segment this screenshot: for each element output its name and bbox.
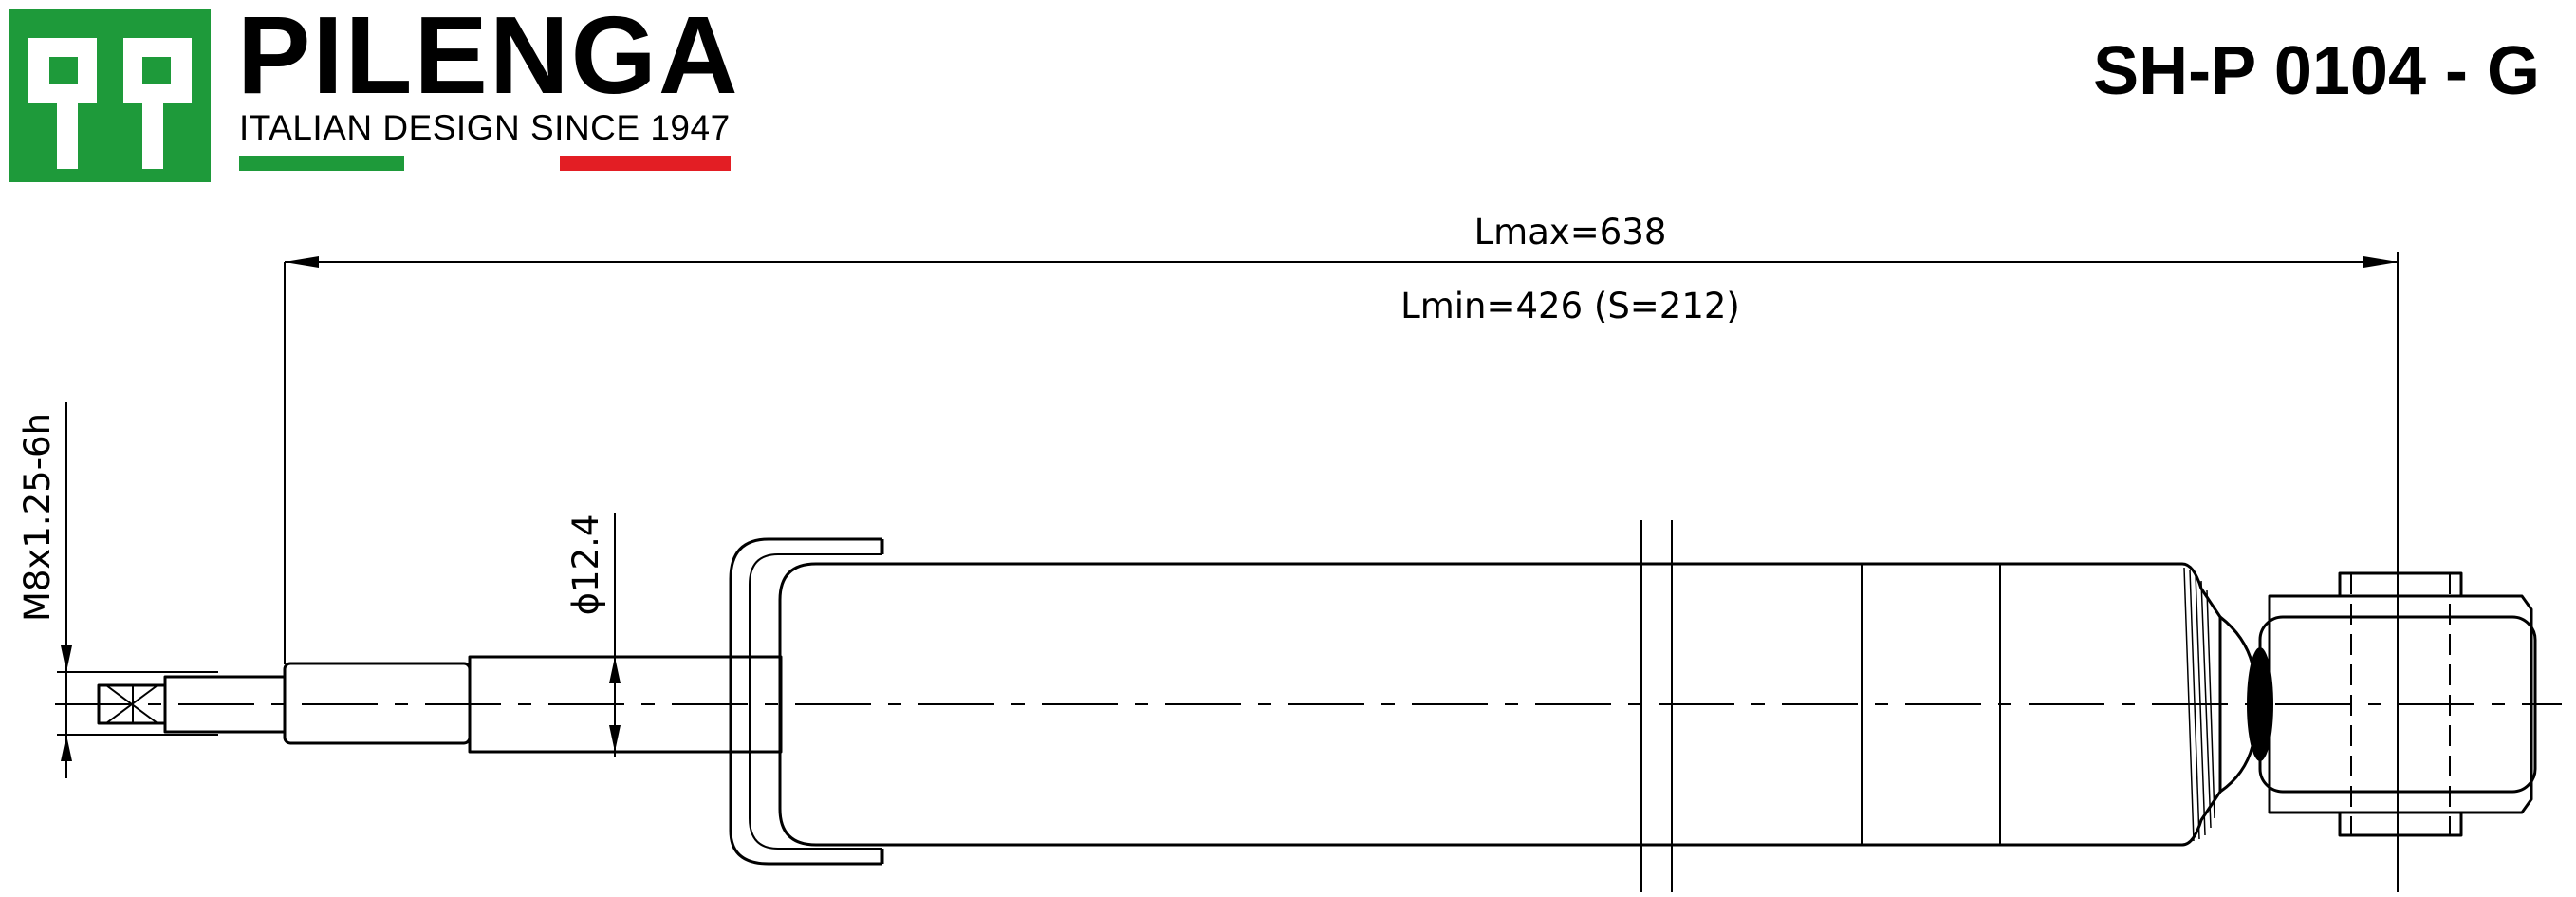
eye-sleeve-bottom — [2338, 811, 2463, 837]
lmax-label: Lmax=638 — [1474, 212, 1667, 252]
rod-diameter-label: ϕ12.4 — [565, 514, 606, 616]
part-number: SH-P 0104 - G — [2093, 33, 2540, 109]
rod-diameter-arrow-bottom — [609, 725, 621, 752]
brand-name: PILENGA — [237, 0, 740, 117]
lmax-arrow-right — [2363, 256, 2398, 268]
dust-cover-outer — [729, 537, 882, 866]
pp-monogram-icon — [9, 9, 211, 182]
lmax-arrow-left — [285, 256, 319, 268]
logo-letter-right — [123, 38, 192, 169]
mounting-eye — [2258, 615, 2537, 794]
flag-green-bar — [239, 156, 404, 171]
rod-diameter-arrow-top — [609, 657, 621, 683]
brand-tagline: ITALIAN DESIGN SINCE 1947 — [239, 108, 731, 147]
thread-arrow-bottom — [61, 735, 72, 761]
main-cylinder — [778, 562, 2222, 847]
thread-label: M8x1.25-6h — [17, 413, 58, 622]
bottom-cap-knurl — [2183, 567, 2215, 842]
eye-sleeve-top — [2338, 571, 2463, 598]
flag-red-bar — [560, 156, 731, 171]
eye-bushing — [2268, 594, 2533, 814]
lmin-label: Lmin=426 (S=212) — [1400, 286, 1740, 327]
thread-arrow-top — [61, 645, 72, 672]
logo-letter-left — [28, 38, 97, 169]
